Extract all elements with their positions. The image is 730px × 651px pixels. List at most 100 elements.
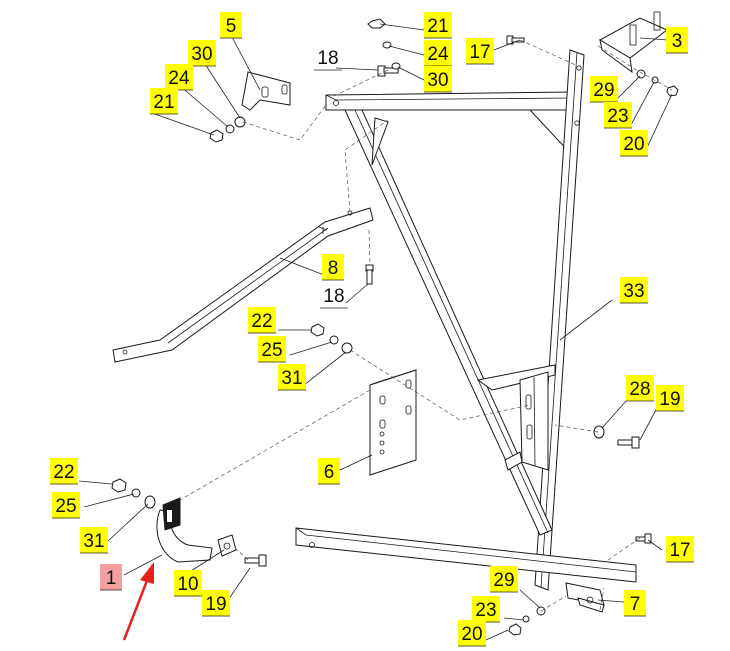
callout-24: 24 (165, 64, 193, 91)
callout-text: 23 (475, 600, 496, 621)
callout-background (165, 64, 193, 90)
callout-text: 19 (659, 389, 680, 410)
callout-21: 21 (424, 12, 452, 39)
callout-24: 24 (424, 40, 452, 67)
callout-background (656, 385, 684, 411)
callout-background (322, 254, 344, 280)
callout-19: 19 (656, 385, 684, 412)
washer-29-right (636, 69, 646, 79)
callout-text: 8 (328, 258, 339, 279)
callout-text: 24 (168, 68, 190, 89)
callout-background (100, 564, 122, 590)
callout-background (318, 458, 340, 484)
nut-21-left (209, 129, 224, 143)
callout-text: 21 (153, 92, 174, 113)
nut-20-lower (508, 623, 522, 636)
callout-25: 25 (52, 492, 80, 519)
callout-33: 33 (620, 277, 648, 304)
callout-background (620, 130, 648, 156)
callout-background (80, 527, 108, 553)
callout-text: 7 (630, 594, 641, 615)
plate-6-holes (379, 379, 412, 455)
brace-part-8 (112, 207, 374, 363)
callout-text: 28 (629, 379, 650, 400)
bolt-18-top (377, 65, 399, 77)
callout-text: 20 (623, 134, 644, 155)
callout-22: 22 (50, 458, 78, 485)
callout-text: 31 (83, 531, 104, 552)
callout-8: 8 (322, 254, 344, 281)
callout-3: 3 (666, 27, 688, 54)
callout-text: 33 (623, 281, 644, 302)
callout-background (150, 88, 178, 114)
callout-background (626, 375, 654, 401)
bolt-17-lower (635, 533, 652, 544)
bolt-19-lower (244, 554, 267, 567)
callout-22: 22 (248, 307, 276, 334)
red-arrow-icon (122, 562, 154, 641)
callout-background (604, 102, 632, 128)
callout-23: 23 (604, 102, 632, 129)
callout-17: 17 (466, 38, 494, 65)
callout-5: 5 (220, 12, 242, 39)
callout-background (220, 12, 242, 38)
callout-background (188, 40, 216, 66)
callout-7: 7 (624, 590, 646, 617)
washer-25-mid (329, 335, 339, 345)
callout-text: 18 (323, 286, 344, 307)
washer-31-lower (144, 495, 156, 509)
callout-text: 30 (427, 70, 448, 91)
bracket-part-5 (241, 71, 291, 111)
callout-text: 17 (669, 540, 690, 561)
washer-30-top (391, 62, 401, 70)
bracket-part-7 (565, 582, 605, 613)
callout-text: 22 (53, 462, 74, 483)
nut-21-top (367, 18, 386, 29)
callout-background (50, 458, 78, 484)
callout-19: 19 (202, 590, 230, 617)
callout-text: 3 (672, 31, 683, 52)
callout-6: 6 (318, 458, 340, 485)
nut-22-mid (310, 323, 325, 337)
callout-text: 6 (324, 462, 335, 483)
washer-28 (593, 425, 605, 439)
callout-text: 29 (593, 80, 614, 101)
callout-31: 31 (80, 527, 108, 554)
callout-29: 29 (490, 566, 518, 593)
callout-background (466, 38, 494, 64)
callout-text: 17 (469, 42, 490, 63)
callout-background (666, 27, 688, 53)
callout-background (248, 307, 276, 333)
callout-30: 30 (424, 66, 452, 93)
callout-text: 19 (205, 594, 226, 615)
callout-18: 18 (320, 286, 348, 309)
callout-text: 18 (317, 48, 338, 69)
callout-text: 25 (261, 340, 282, 361)
callout-20: 20 (620, 130, 648, 157)
callout-text: 30 (191, 44, 212, 65)
washer-24-top (382, 41, 392, 49)
callout-28: 28 (626, 375, 654, 402)
callout-text: 21 (427, 16, 448, 37)
callout-background (202, 590, 230, 616)
callout-background (424, 12, 452, 38)
plate-part-10 (217, 534, 237, 557)
callout-background (424, 66, 452, 92)
callout-30: 30 (188, 40, 216, 67)
cutter-part-1 (156, 497, 213, 563)
callout-text: 22 (251, 311, 272, 332)
callout-background (472, 596, 500, 622)
nut-20-right (666, 85, 679, 97)
callout-1: 1 (100, 564, 122, 591)
washer-23-lower (522, 615, 530, 623)
assembly-lines (179, 39, 673, 612)
bolt-19-right (617, 436, 640, 449)
washer-30-left (234, 116, 246, 128)
callout-background (490, 566, 518, 592)
callout-background (278, 364, 306, 390)
callout-18: 18 (314, 48, 342, 71)
callout-21: 21 (150, 88, 178, 115)
callout-background (666, 536, 694, 562)
callout-background (620, 277, 648, 303)
